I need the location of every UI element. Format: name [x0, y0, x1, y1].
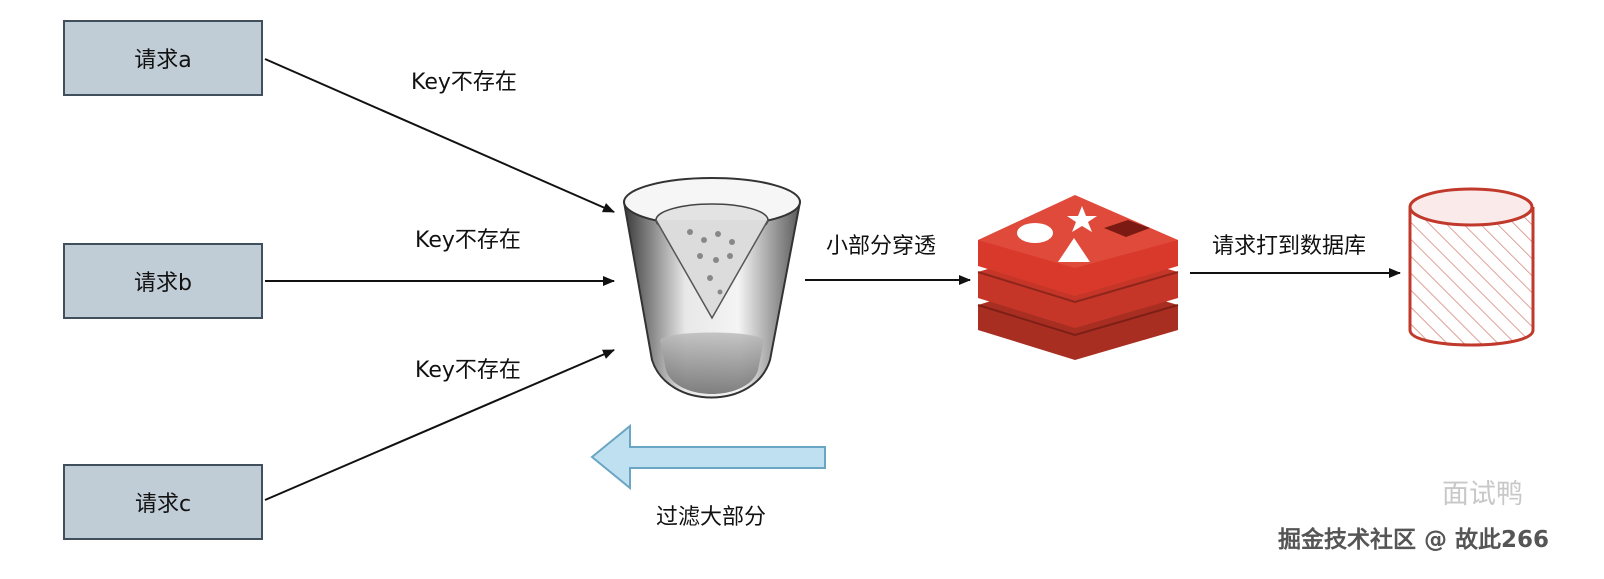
redis-stack-icon	[977, 195, 1179, 360]
edge-label-b: Key不存在	[415, 228, 521, 253]
request-box-c: 请求c	[63, 464, 263, 540]
request-label-c: 请求c	[134, 492, 192, 517]
request-label-b: 请求b	[134, 271, 192, 296]
edge-c-to-filter	[264, 349, 615, 501]
request-box-a: 请求a	[63, 20, 263, 96]
db-hit-label: 请求打到数据库	[1212, 234, 1367, 259]
edge-label-c: Key不存在	[415, 358, 521, 383]
filter-majority-label: 过滤大部分	[656, 505, 767, 530]
filter-cup-icon	[622, 177, 802, 399]
edge-a-to-filter	[264, 58, 615, 213]
watermark-site: 掘金技术社区 @ 故此266	[1278, 527, 1550, 553]
request-box-b: 请求b	[63, 243, 263, 319]
pass-through-label: 小部分穿透	[826, 234, 937, 259]
edge-label-a: Key不存在	[411, 70, 517, 95]
database-icon	[1408, 187, 1535, 347]
watermark-brand: 面试鸭	[1442, 479, 1523, 510]
request-label-a: 请求a	[134, 48, 192, 73]
filter-back-arrow	[590, 423, 826, 491]
